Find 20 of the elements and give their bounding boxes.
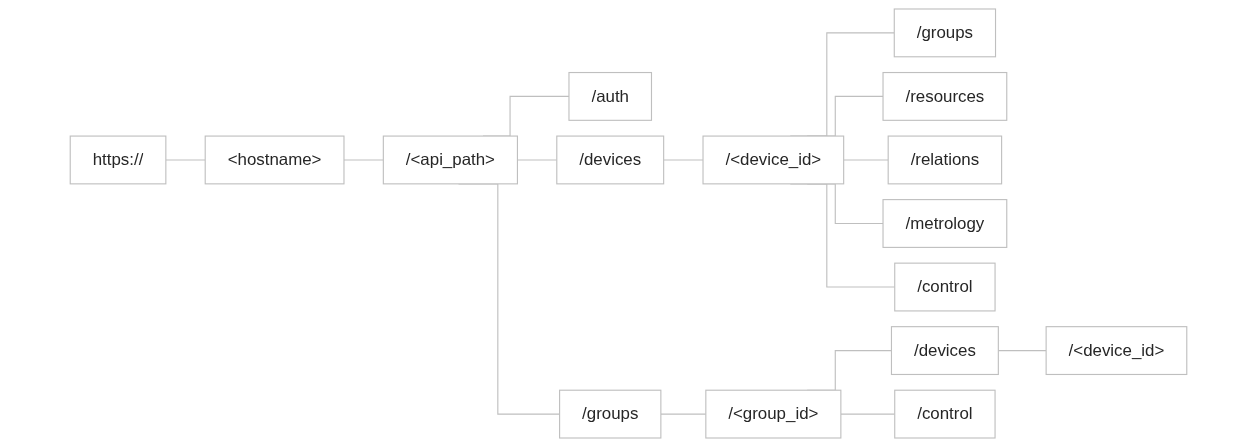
node-box: /groups — [893, 8, 997, 58]
node-box: /metrology — [882, 199, 1008, 248]
node-box: /groups — [559, 389, 662, 439]
connector — [343, 159, 384, 161]
node-box: /control — [894, 389, 996, 439]
node-box: /<group_id> — [705, 389, 842, 439]
connector — [663, 159, 704, 161]
node-box: /relations — [887, 135, 1003, 185]
node-box: /devices — [890, 326, 999, 376]
node-box: <hostname> — [204, 135, 345, 185]
node-box: /<api_path> — [382, 135, 518, 185]
node-box: /<device_id> — [702, 135, 845, 185]
node-box: /devices — [556, 135, 665, 185]
node-box: /resources — [882, 71, 1008, 121]
node-box: /control — [894, 262, 996, 312]
connector — [165, 159, 206, 161]
node-box: https:// — [69, 135, 167, 185]
connector — [843, 159, 889, 161]
node-box: /<device_id> — [1045, 326, 1188, 376]
node-box: /auth — [568, 71, 653, 121]
